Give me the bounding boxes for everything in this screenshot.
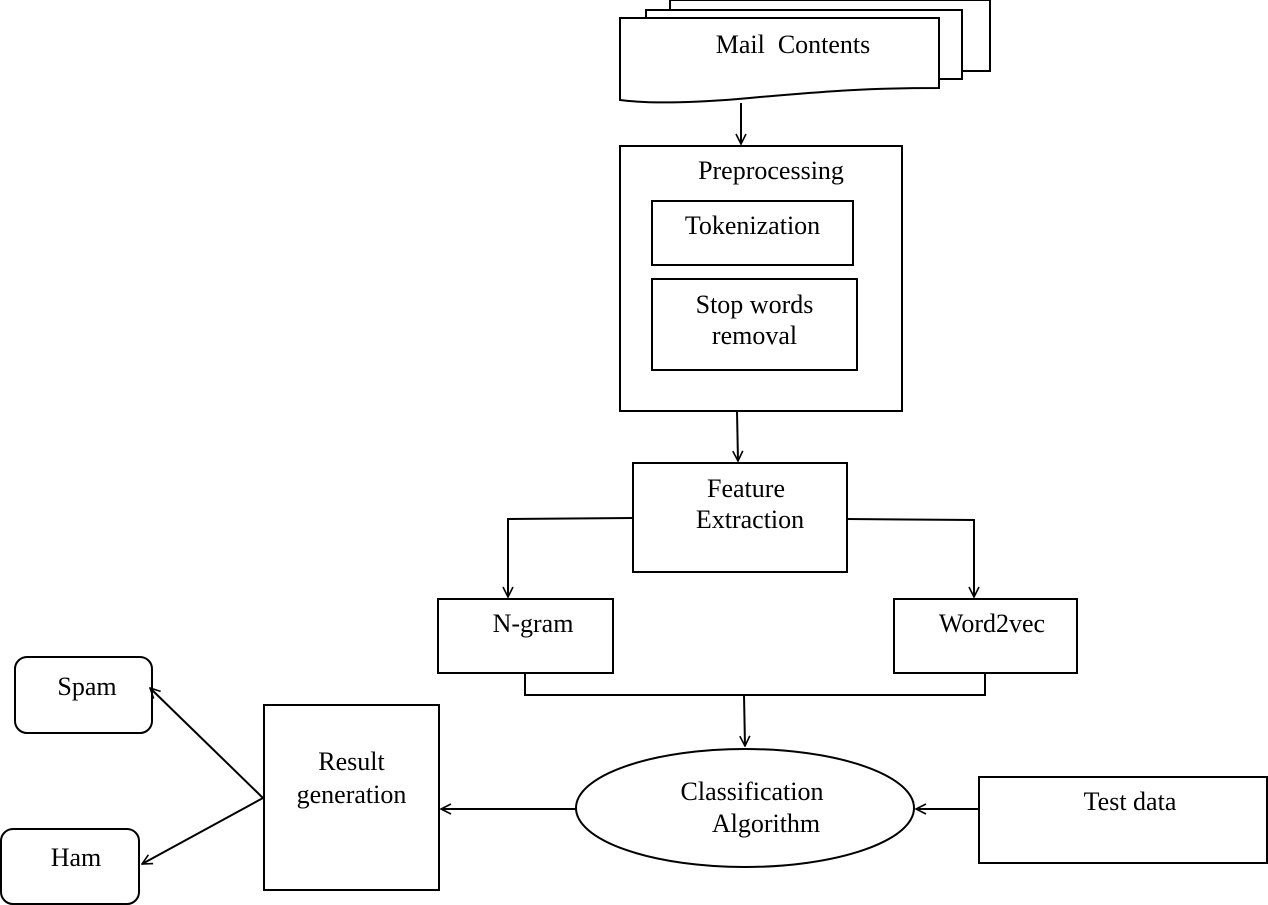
ngram-box <box>437 598 614 674</box>
spam-label: Spam <box>57 672 117 701</box>
mail-contents-shape <box>619 0 991 104</box>
stop-words-label-line1: Stop words <box>695 290 814 319</box>
ngram-label: N-gram <box>492 609 574 638</box>
ham-box <box>0 828 140 905</box>
test-data-label: Test data <box>1083 787 1177 816</box>
arrow-feature-to-ngram <box>508 517 634 597</box>
stop-words-label-line2: removal <box>711 321 798 350</box>
mail-contents-label: Mail Contents <box>715 30 871 59</box>
tokenization-box <box>651 200 854 266</box>
arrow-preprocessing-to-feature <box>737 410 738 461</box>
preprocessing-label: Preprocessing <box>698 156 844 185</box>
stop-words-box <box>651 278 858 371</box>
classification-label-line2: Algorithm <box>711 809 821 838</box>
result-generation-label-line2: generation <box>296 780 407 809</box>
ham-label: Ham <box>50 843 102 872</box>
word2vec-box <box>893 598 1078 674</box>
arrow-join-to-classification <box>744 694 745 746</box>
feature-extraction-label-line1: Feature <box>707 474 785 503</box>
tokenization-label: Tokenization <box>684 211 821 240</box>
result-generation-label-line1: Result <box>318 747 385 776</box>
arrow-feature-to-word2vec <box>846 518 974 597</box>
feature-extraction-box <box>632 462 848 573</box>
ngram-word2vec-join <box>524 673 986 696</box>
feature-extraction-label-line2: Extraction <box>695 505 805 534</box>
arrow-result-to-ham <box>142 797 264 865</box>
classification-label-line1: Classification <box>680 777 824 806</box>
test-data-box <box>978 776 1268 864</box>
arrow-result-to-spam <box>150 688 264 799</box>
word2vec-label: Word2vec <box>938 609 1046 638</box>
result-generation-box <box>263 704 440 891</box>
